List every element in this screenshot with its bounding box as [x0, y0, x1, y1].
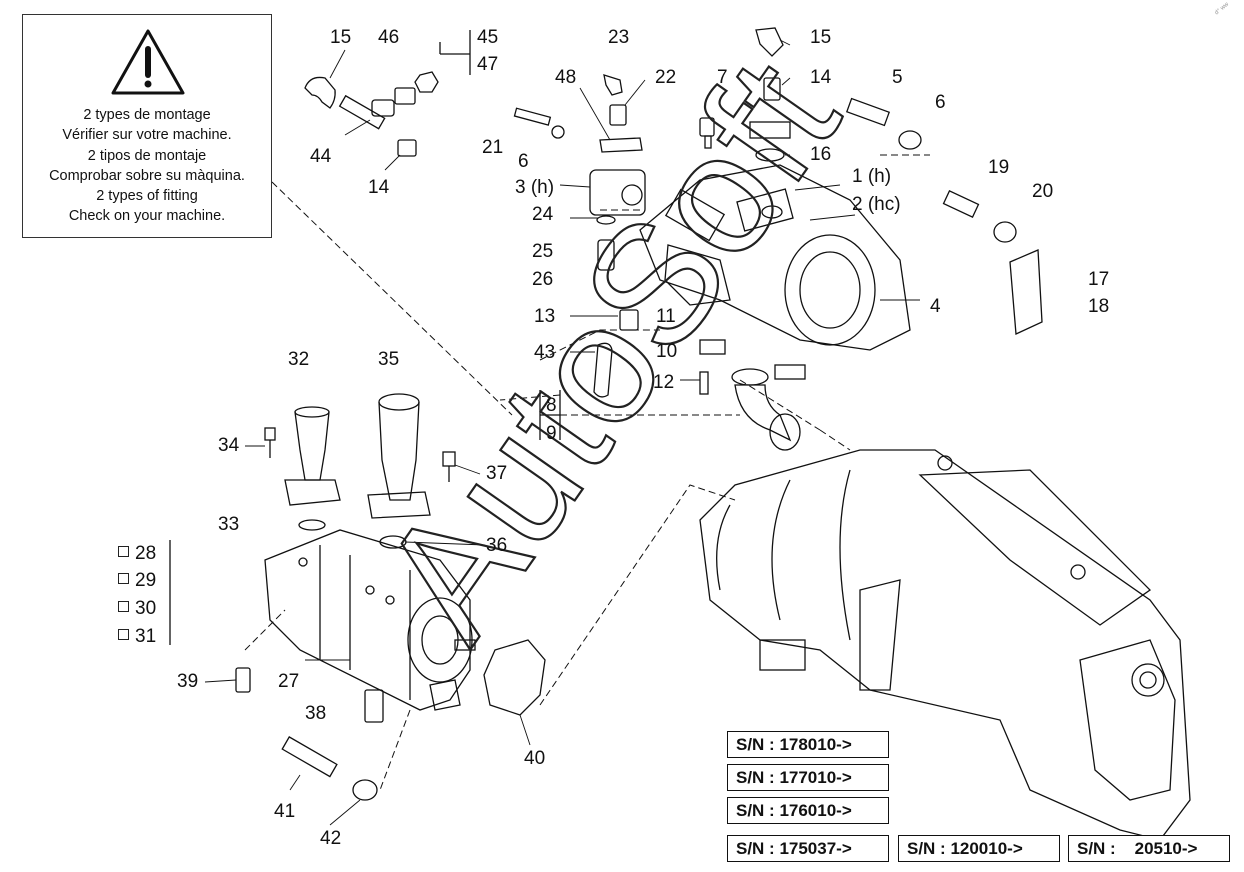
- callout-10: 10: [656, 341, 678, 362]
- callout-32: 32: [288, 349, 310, 370]
- warning-text: 2 types de montage Vérifier sur votre ma…: [23, 105, 271, 227]
- callout-36: 36: [486, 535, 508, 556]
- warning-triangle-icon: [111, 29, 185, 95]
- warning-line: Comprobar sobre su màquina.: [49, 167, 245, 184]
- suction-elbow-group: [540, 215, 806, 451]
- warning-line: Check on your machine.: [68, 208, 226, 225]
- callout-4: 4: [930, 296, 941, 317]
- callout-13: 13: [534, 306, 556, 327]
- fittings-group-top-middle: [513, 27, 1043, 335]
- warning-line: Vérifier sur votre machine.: [62, 127, 232, 144]
- option-label: 31: [135, 626, 157, 647]
- callout-3h: 3 (h): [515, 177, 555, 198]
- checkbox-icon: [118, 601, 129, 612]
- callout-14: 14: [368, 177, 390, 198]
- callout-44: 44: [310, 146, 332, 167]
- callout-6b: 6: [518, 151, 529, 172]
- option-label: 29: [135, 570, 157, 591]
- callout-25: 25: [532, 241, 554, 262]
- option-29: 29: [118, 571, 156, 590]
- callout-43: 43: [534, 342, 556, 363]
- callout-11: 11: [656, 306, 676, 327]
- callout-40: 40: [524, 748, 546, 769]
- callout-1h: 1 (h): [852, 166, 892, 187]
- callout-12: 12: [653, 372, 675, 393]
- leader-lines: [204, 39, 920, 826]
- checkbox-icon: [118, 573, 129, 584]
- callout-15b: 15: [810, 27, 832, 48]
- serial-number-box: S/N : 176010->: [727, 797, 889, 824]
- callout-7: 7: [717, 67, 728, 88]
- hydraulic-pump-assembly: [589, 164, 911, 351]
- serial-number-box: S/N : 178010->: [727, 731, 889, 758]
- callout-9: 9: [546, 423, 557, 444]
- serial-number-box: S/N : 175037->: [727, 835, 889, 862]
- serial-number-box: S/N : 177010->: [727, 764, 889, 791]
- callout-46: 46: [378, 27, 400, 48]
- callout-18: 18: [1088, 296, 1110, 317]
- callout-26: 26: [532, 269, 554, 290]
- watermark-text: AutoSoft: [345, 28, 875, 671]
- checkbox-icon: [118, 546, 129, 557]
- fittings-group-top-left: [304, 30, 471, 157]
- callout-23: 23: [608, 27, 630, 48]
- callout-34: 34: [218, 435, 240, 456]
- callout-16: 16: [810, 144, 832, 165]
- option-30: 30: [118, 599, 156, 618]
- callout-47: 47: [477, 54, 499, 75]
- callout-19: 19: [988, 157, 1010, 178]
- callout-42: 42: [320, 828, 342, 849]
- callout-27: 27: [278, 671, 300, 692]
- callout-39: 39: [177, 671, 199, 692]
- callout-35: 35: [378, 349, 400, 370]
- callout-48: 48: [555, 67, 577, 88]
- gear-pump-assembly: [264, 529, 476, 711]
- warning-line: 2 types of fitting: [96, 188, 198, 205]
- warning-line: 2 tipos de montaje: [87, 147, 207, 164]
- option-31: 31: [118, 627, 156, 646]
- option-label: 30: [135, 598, 157, 619]
- callout-21: 21: [482, 137, 504, 158]
- callout-33: 33: [218, 514, 240, 535]
- callout-20: 20: [1032, 181, 1054, 202]
- serial-number-box: S/N : 20510->: [1068, 835, 1230, 862]
- callout-15: 15: [330, 27, 352, 48]
- callout-22: 22: [655, 67, 677, 88]
- callout-37: 37: [486, 463, 508, 484]
- callout-14b: 14: [810, 67, 832, 88]
- option-28: 28: [118, 544, 156, 563]
- callout-5: 5: [892, 67, 903, 88]
- callout-38: 38: [305, 703, 327, 724]
- callout-41: 41: [274, 801, 296, 822]
- warning-line: 2 types de montage: [83, 107, 211, 123]
- connection-lines: [244, 154, 930, 791]
- callout-24: 24: [532, 204, 554, 225]
- warning-box: 2 types de montage Vérifier sur votre ma…: [22, 14, 272, 238]
- flange-fittings: [235, 393, 546, 801]
- callout-45: 45: [477, 27, 499, 48]
- callout-2hc: 2 (hc): [852, 194, 901, 215]
- callout-17: 17: [1088, 269, 1110, 290]
- option-label: 28: [135, 543, 157, 564]
- callout-6: 6: [935, 92, 946, 113]
- serial-number-box: S/N : 120010->: [898, 835, 1060, 862]
- callout-8: 8: [546, 395, 557, 416]
- checkbox-icon: [118, 629, 129, 640]
